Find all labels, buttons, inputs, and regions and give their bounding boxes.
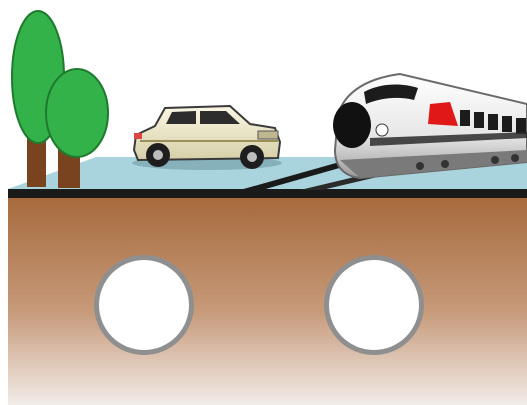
- ground-line: [8, 189, 527, 198]
- tunnel-opening-left: [94, 255, 194, 355]
- train-nose: [333, 102, 371, 148]
- car: [132, 106, 282, 170]
- soil-cross-section: [8, 197, 527, 405]
- tunnel-opening-right: [324, 255, 424, 355]
- high-speed-train: [333, 74, 527, 178]
- tree-foliage: [46, 69, 108, 157]
